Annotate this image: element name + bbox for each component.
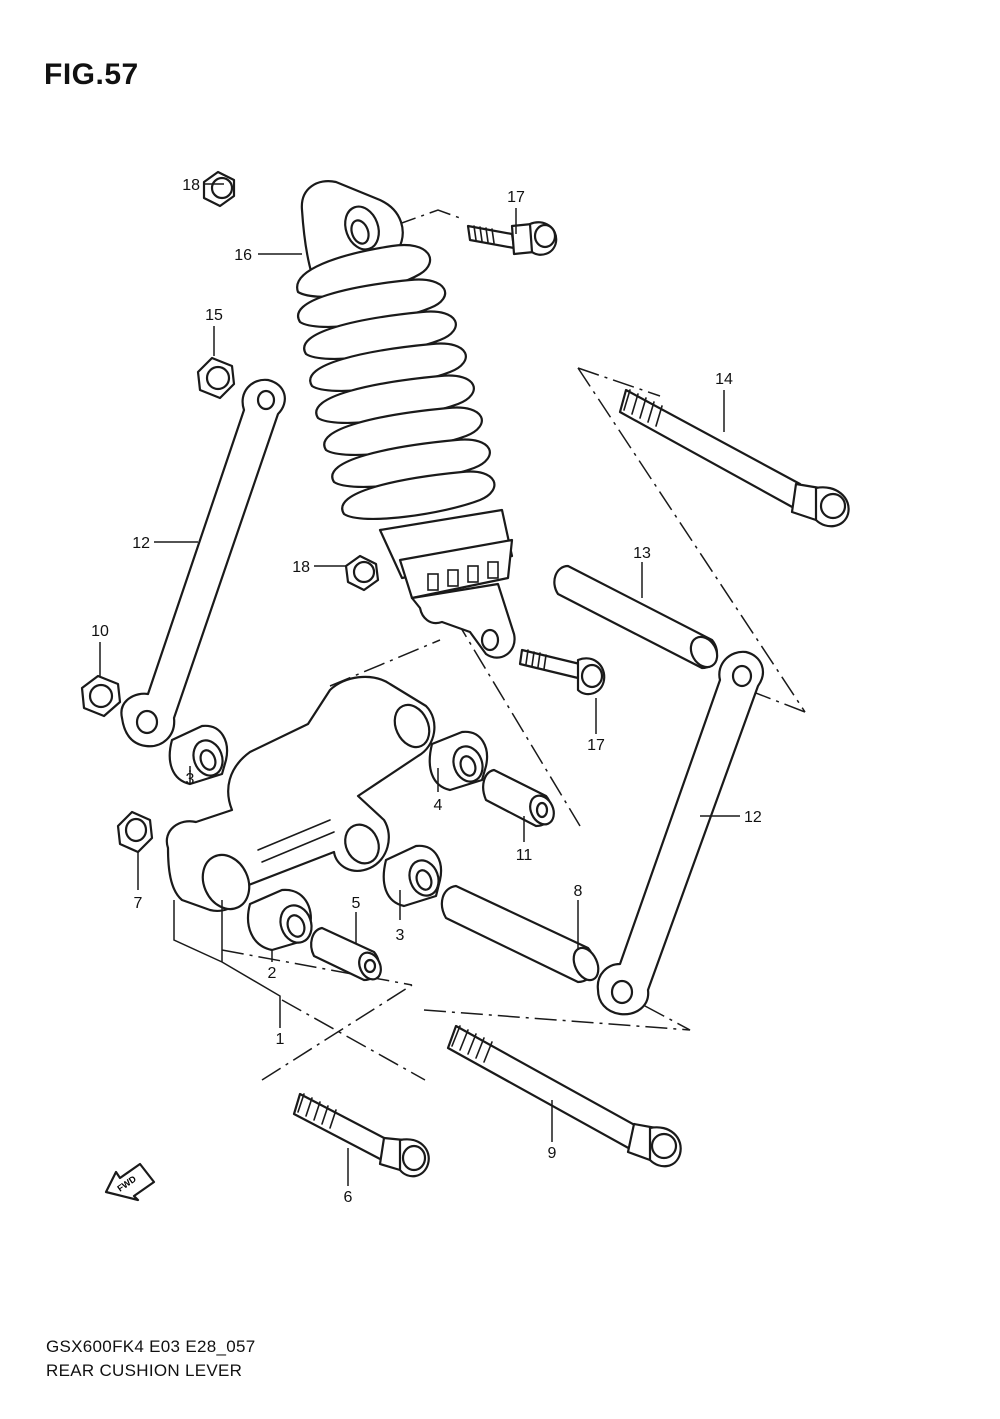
cushion-rod-12-right (596, 650, 764, 1016)
figure-title: FIG.57 (44, 58, 139, 91)
pipe-11 (482, 768, 555, 828)
callout-17-lower: 17 (587, 737, 605, 754)
callout-numbers: 18 16 17 15 14 12 18 13 10 17 12 3 4 11 … (91, 177, 762, 1206)
callout-leader-lines (99, 183, 740, 1186)
callout-4: 4 (434, 797, 443, 814)
callout-12-left: 12 (132, 535, 150, 552)
nut-18-upper (202, 170, 236, 208)
shock-spring-coils (296, 243, 496, 520)
callout-7: 7 (134, 895, 143, 912)
callout-18-upper: 18 (182, 177, 200, 194)
pipe-8 (440, 884, 600, 984)
callout-9: 9 (548, 1145, 557, 1162)
bolt-9 (446, 1024, 682, 1168)
callout-16: 16 (234, 247, 252, 264)
shock-body-slots (427, 561, 499, 591)
callout-6: 6 (344, 1189, 353, 1206)
callout-12-right: 12 (744, 809, 762, 826)
forward-direction-arrow: FWD (104, 1162, 156, 1202)
callout-3-right: 3 (396, 927, 405, 944)
nut-18-middle (344, 554, 380, 592)
bolt-17-upper (466, 221, 558, 256)
nut-7 (116, 810, 154, 854)
callout-10: 10 (91, 623, 109, 640)
pipe-5 (310, 926, 382, 982)
spacer-4 (428, 730, 489, 792)
spacer-3-left (168, 724, 229, 786)
section-name: REAR CUSHION LEVER (46, 1361, 243, 1380)
callout-5: 5 (352, 895, 361, 912)
nut-15 (196, 356, 236, 400)
callout-14: 14 (715, 371, 733, 388)
callout-15: 15 (205, 307, 223, 324)
callout-2: 2 (268, 965, 277, 982)
callout-13: 13 (633, 545, 651, 562)
callout-18-middle: 18 (292, 559, 310, 576)
bolt-14 (618, 388, 850, 528)
model-code: GSX600FK4 E03 E28_057 (46, 1337, 256, 1356)
rear-shock-absorber (296, 180, 516, 659)
callout-1: 1 (276, 1031, 285, 1048)
callout-3-left: 3 (186, 771, 195, 788)
spacer-3-right (382, 844, 443, 908)
cushion-rod-12-left (120, 378, 286, 748)
spacer-2 (246, 888, 313, 952)
cushion-lever-1 (165, 675, 436, 912)
callout-11: 11 (516, 847, 533, 864)
bolt-6 (292, 1092, 430, 1178)
pipe-13 (553, 564, 719, 670)
callout-17-upper: 17 (507, 189, 525, 206)
callout-8: 8 (574, 883, 583, 900)
bolt-17-lower (518, 648, 606, 696)
diagram-footer: GSX600FK4 E03 E28_057 REAR CUSHION LEVER (46, 1335, 256, 1383)
nut-10 (80, 674, 122, 718)
